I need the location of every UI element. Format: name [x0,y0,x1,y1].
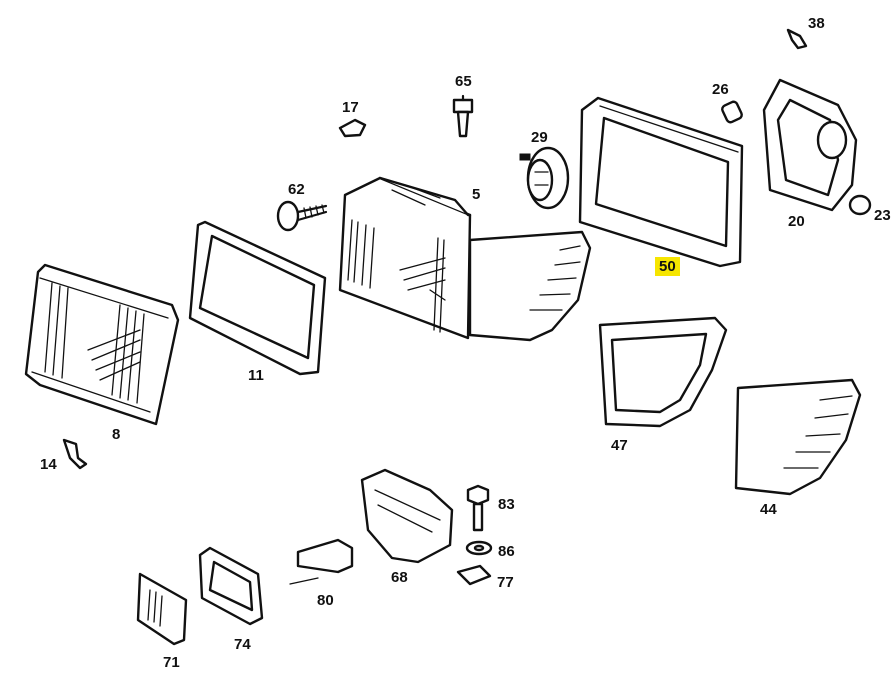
label-part-38: 38 [808,15,825,32]
label-part-50-highlighted: 50 [655,257,680,276]
part-5-headlamp-assembly [338,176,592,342]
part-8-headlamp-lens [24,263,180,426]
label-part-29: 29 [531,129,548,146]
part-26-bulb [721,100,743,124]
label-part-68: 68 [391,569,408,586]
label-part-5: 5 [472,186,481,203]
label-part-62: 62 [288,181,305,198]
label-part-20: 20 [788,213,805,230]
label-part-71: 71 [163,654,180,671]
part-11-gasket [188,220,327,376]
part-38-clip [786,28,808,50]
part-17-clip [338,118,367,138]
part-62-screw [276,200,328,232]
part-47-corner-frame [598,316,728,428]
part-86-washer [465,540,493,556]
label-part-14: 14 [40,456,57,473]
part-29-socket [519,146,570,210]
label-part-44: 44 [760,501,777,518]
label-part-80: 80 [317,592,334,609]
label-part-17: 17 [342,99,359,116]
label-part-83: 83 [498,496,515,513]
label-part-77: 77 [497,574,514,591]
label-part-26: 26 [712,81,729,98]
part-68-fog-lamp [360,468,454,564]
label-part-47: 47 [611,437,628,454]
part-44-corner-lens [734,378,862,496]
part-50-frame [578,96,744,268]
part-74-gasket [198,546,264,626]
part-71-lens [136,572,188,646]
label-part-11: 11 [248,367,264,384]
label-part-86: 86 [498,543,515,560]
part-14-clip [62,438,88,470]
label-part-8: 8 [112,426,121,443]
part-65-screw [452,94,474,138]
part-20-reflector [762,78,858,212]
part-77-nut-clip [456,564,492,586]
part-80-bulb [289,538,354,585]
label-part-74: 74 [234,636,251,653]
part-83-bolt [466,484,490,532]
part-23-bulb [848,194,872,216]
label-part-65: 65 [455,73,472,90]
label-part-23: 23 [874,207,891,224]
